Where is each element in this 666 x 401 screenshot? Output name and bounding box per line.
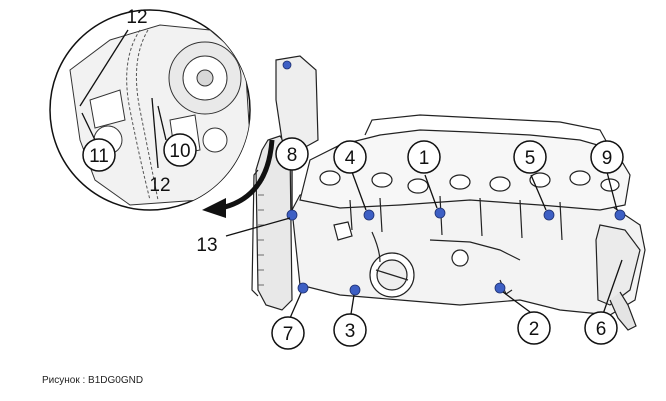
bolt-9 bbox=[614, 209, 626, 221]
figure-caption: Рисунок : B1DG0GND bbox=[42, 375, 144, 386]
callout-7-label: 7 bbox=[283, 324, 294, 345]
bolt-5 bbox=[543, 209, 555, 221]
cylinder-head-drawing bbox=[251, 55, 646, 331]
callouts: 8 4 1 5 9 7 3 2 bbox=[196, 137, 624, 350]
callout-9: 9 bbox=[590, 140, 624, 174]
callout-11-label: 11 bbox=[89, 146, 109, 167]
callout-12-top-label: 12 bbox=[126, 7, 147, 28]
callout-13-label: 13 bbox=[196, 235, 217, 256]
bolt-4 bbox=[363, 209, 375, 221]
callout-2: 2 bbox=[517, 311, 551, 345]
callout-2-label: 2 bbox=[529, 319, 540, 340]
callout-11: 11 bbox=[82, 138, 116, 172]
leader-lines bbox=[225, 168, 623, 319]
callout-8: 8 bbox=[275, 137, 309, 171]
inset-detail: 12 11 10 12 bbox=[49, 7, 251, 211]
callout-5-label: 5 bbox=[525, 148, 536, 169]
callout-4-label: 4 bbox=[345, 148, 356, 169]
curved-arrow bbox=[202, 139, 275, 218]
callout-8-label: 8 bbox=[287, 145, 298, 166]
callout-10-label: 10 bbox=[169, 141, 190, 162]
callout-1-label: 1 bbox=[419, 148, 430, 169]
callout-10: 10 bbox=[163, 133, 197, 167]
bolt-3 bbox=[349, 284, 361, 296]
bolt-2 bbox=[494, 282, 506, 294]
callout-6-label: 6 bbox=[596, 319, 607, 340]
callout-3: 3 bbox=[333, 313, 367, 347]
callout-7: 7 bbox=[271, 316, 305, 350]
callout-1: 1 bbox=[407, 140, 441, 174]
bolt-1 bbox=[434, 207, 446, 219]
callout-5: 5 bbox=[513, 140, 547, 174]
callout-9-label: 9 bbox=[602, 148, 613, 169]
callout-3-label: 3 bbox=[345, 321, 356, 342]
callout-12-bottom-label: 12 bbox=[149, 175, 170, 196]
callout-6: 6 bbox=[584, 311, 618, 345]
callout-4: 4 bbox=[333, 140, 367, 174]
bolt-7 bbox=[297, 282, 309, 294]
bolt-top bbox=[282, 60, 292, 70]
